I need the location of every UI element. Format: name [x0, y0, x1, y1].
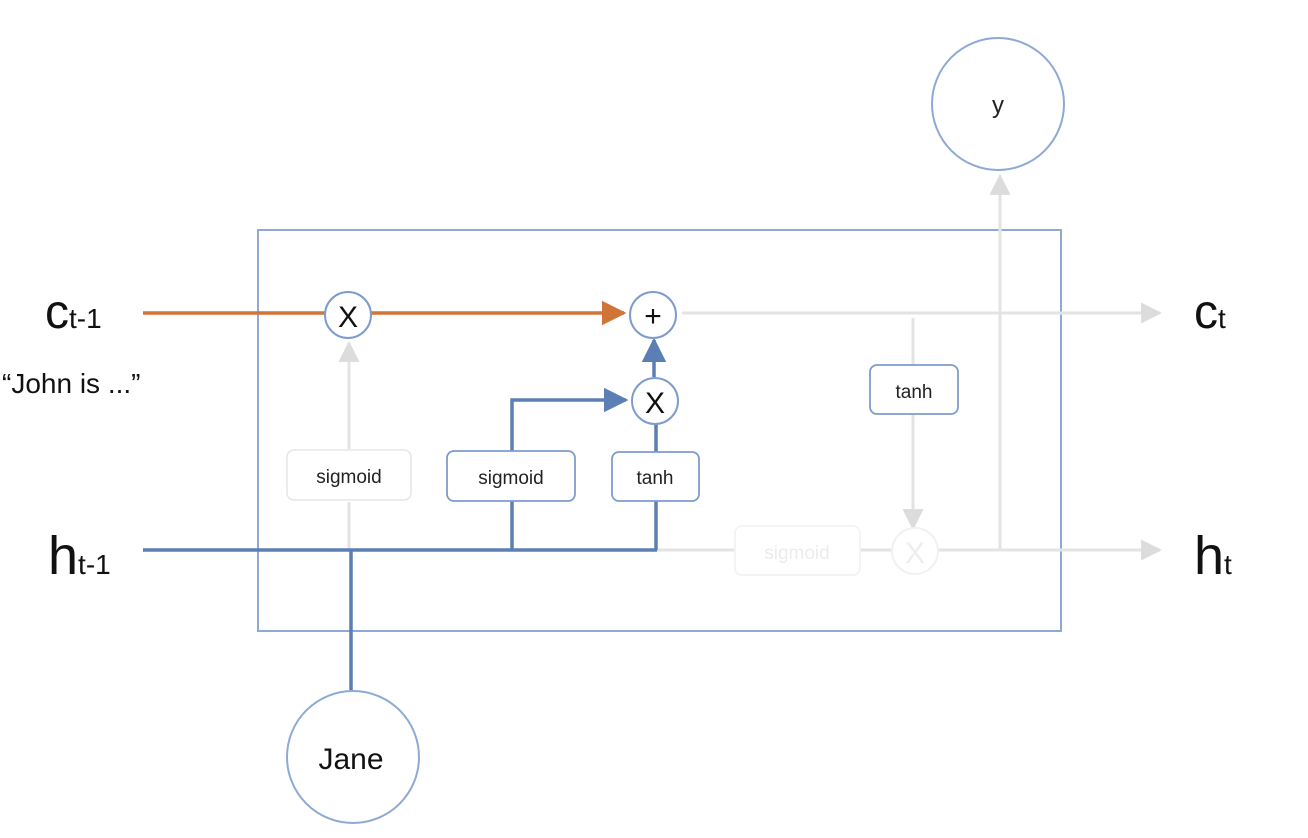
hidden-state-prev-label: ht-1	[48, 526, 111, 586]
hidden-state-next-label: ht	[1194, 526, 1232, 586]
y-output-node: y	[931, 37, 1065, 171]
input-gate-box: sigmoid	[446, 450, 576, 502]
output-mult-operator: X	[891, 527, 939, 575]
cell-state-prev-label: ct-1	[45, 286, 102, 339]
candidate-box: tanh	[611, 451, 700, 502]
output-mult-symbol: X	[905, 537, 925, 570]
y-output-label: y	[992, 92, 1004, 119]
forget-gate-box: sigmoid	[286, 449, 412, 501]
input-mult-operator: X	[631, 377, 679, 425]
forget-mult-symbol: X	[338, 301, 358, 334]
context-text: “John is ...”	[2, 368, 141, 399]
forget-gate-label: sigmoid	[316, 467, 381, 488]
lstm-cell-box	[257, 229, 1062, 632]
candidate-label: tanh	[637, 468, 674, 489]
word-input-label: Jane	[318, 743, 383, 776]
output-tanh-box: tanh	[869, 364, 959, 415]
cell-state-next-label: ct	[1194, 286, 1226, 339]
input-mult-symbol: X	[645, 387, 665, 420]
output-gate-box: sigmoid	[734, 525, 861, 576]
input-gate-to-mult-path	[510, 387, 629, 451]
output-tanh-label: tanh	[896, 382, 933, 403]
input-gate-label: sigmoid	[478, 468, 543, 489]
output-gate-label: sigmoid	[764, 543, 829, 564]
word-input-node: Jane	[286, 690, 420, 824]
forget-mult-operator: X	[324, 291, 372, 339]
add-symbol: +	[644, 300, 662, 333]
add-operator: +	[629, 291, 677, 339]
